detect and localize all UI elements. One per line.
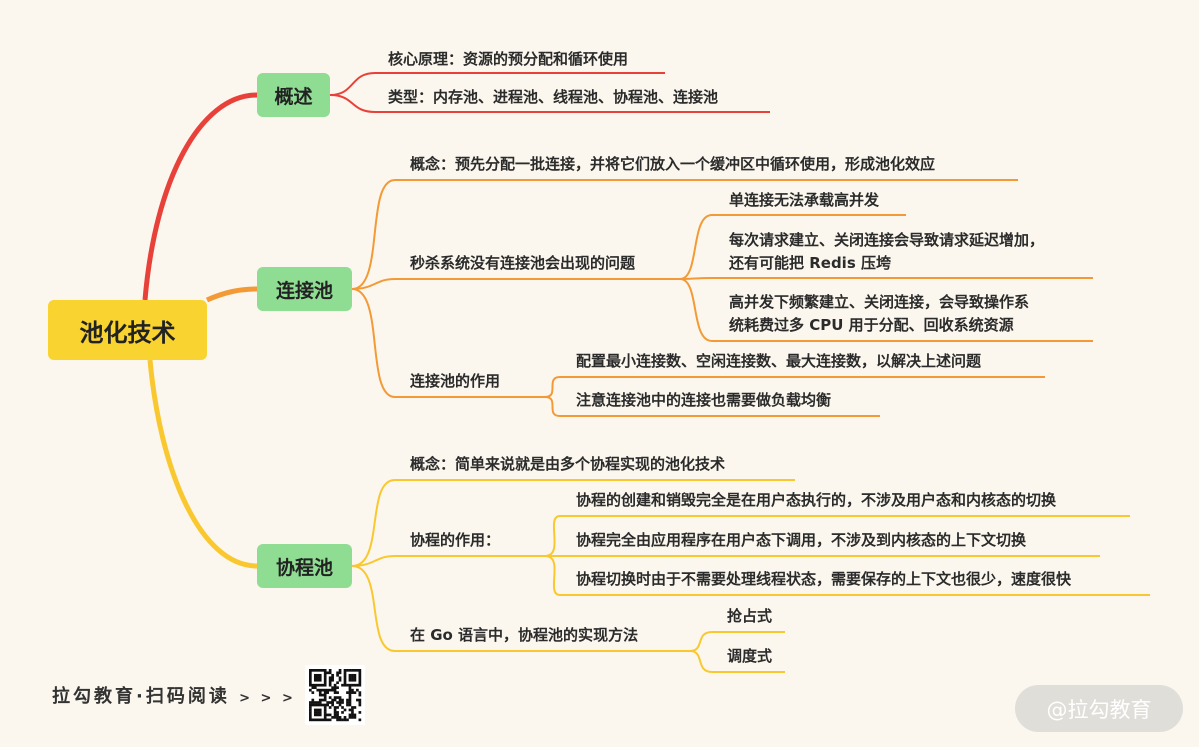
problem-line: 每次请求建立、关闭连接会导致请求延迟增加， (729, 231, 1045, 249)
problem-item: 单连接无法承载高并发 (729, 191, 880, 209)
coroutine-role-item: 协程的创建和销毁完全是在用户态执行的，不涉及用户态和内核态的切换 (576, 491, 1057, 509)
footer-text: 拉勾教育·扫码阅读 (52, 686, 230, 707)
coroutine-concept: 概念：简单来说就是由多个协程实现的池化技术 (410, 455, 726, 473)
branch-overview (142, 92, 258, 301)
branch-coroutine-pool (147, 359, 258, 569)
go-impl-label: 在 Go 语言中，协程池的实现方法 (410, 626, 639, 644)
conn-role-item: 注意连接池中的连接也需要做负载均衡 (576, 391, 832, 409)
problem-line: 高并发下频繁建立、关闭连接，会导致操作系 (729, 293, 1030, 311)
node-overview[interactable]: 概述 (257, 73, 330, 117)
watermark: @拉勾教育 (1015, 685, 1183, 732)
problem-item: 每次请求建立、关闭连接会导致请求延迟增加， 还有可能把 Redis 压垮 (729, 229, 1044, 275)
footer-arrows: > > > (239, 691, 296, 706)
problem-line: 统耗费过多 CPU 用于分配、回收系统资源 (729, 316, 1014, 334)
branch-conn-pool (205, 286, 258, 303)
conn-problems-label: 秒杀系统没有连接池会出现的问题 (410, 254, 636, 272)
conn-concept: 概念：预先分配一批连接，并将它们放入一个缓冲区中循环使用，形成池化效应 (410, 155, 936, 173)
overview-types: 类型：内存池、进程池、线程池、协程池、连接池 (388, 88, 719, 106)
go-impl-item: 抢占式 (727, 607, 773, 625)
footer-caption: 拉勾教育·扫码阅读 > > > (52, 682, 296, 708)
problem-item: 高并发下频繁建立、关闭连接，会导致操作系统耗费过多 CPU 用于分配、回收系统资… (729, 291, 1029, 337)
node-conn-pool[interactable]: 连接池 (257, 267, 352, 311)
coroutine-role-label: 协程的作用： (410, 531, 501, 549)
root-node[interactable]: 池化技术 (48, 300, 207, 360)
go-impl-item: 调度式 (727, 647, 773, 665)
conn-role-item: 配置最小连接数、空闲连接数、最大连接数，以解决上述问题 (576, 352, 982, 370)
node-coroutine-pool[interactable]: 协程池 (257, 544, 352, 588)
coroutine-role-item: 协程切换时由于不需要处理线程状态，需要保存的上下文也很少，速度很快 (576, 570, 1072, 588)
overview-principle: 核心原理：资源的预分配和循环使用 (388, 50, 629, 68)
problem-line: 还有可能把 Redis 压垮 (729, 254, 891, 272)
conn-role-label: 连接池的作用 (410, 372, 501, 390)
qr-code-icon (305, 665, 365, 725)
coroutine-role-item: 协程完全由应用程序在用户态下调用，不涉及到内核态的上下文切换 (576, 531, 1027, 549)
